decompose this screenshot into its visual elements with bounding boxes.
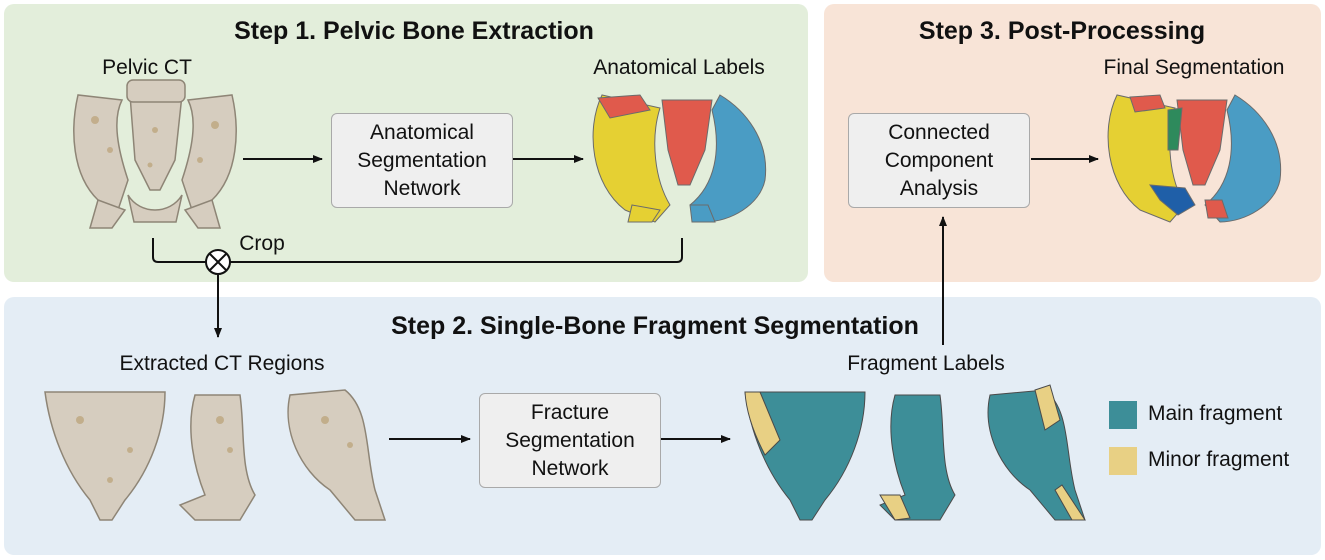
box-line: Analysis <box>899 176 979 200</box>
fragment-labels-image <box>744 384 1086 521</box>
anatomical-labels-image <box>592 94 767 223</box>
fragment-labels-label: Fragment Labels <box>847 352 1005 375</box>
box-line: Fracture <box>530 400 610 424</box>
box-line: Component <box>884 148 994 172</box>
main-fragment-label: Main fragment <box>1148 402 1283 425</box>
anatomical-segmentation-network-box: Anatomical Segmentation Network <box>331 113 513 208</box>
box-line: Segmentation <box>357 148 487 172</box>
final-segmentation-label: Final Segmentation <box>1103 56 1285 79</box>
step3-title: Step 3. Post-Processing <box>918 17 1206 45</box>
connected-component-analysis-box: Connected Component Analysis <box>848 113 1030 208</box>
box-line: Segmentation <box>505 428 635 452</box>
box-line: Network <box>383 176 461 200</box>
step1-title: Step 1. Pelvic Bone Extraction <box>234 17 594 45</box>
crop-multiply-icon <box>205 249 231 275</box>
extracted-ct-regions-label: Extracted CT Regions <box>119 352 325 375</box>
minor-fragment-swatch <box>1109 447 1137 475</box>
anatomical-labels-label: Anatomical Labels <box>593 56 765 79</box>
box-line: Network <box>531 456 609 480</box>
box-line: Anatomical <box>370 120 474 144</box>
box-line: Connected <box>888 120 990 144</box>
crop-bracket <box>152 238 683 263</box>
pelvic-ct-image <box>73 79 237 229</box>
fracture-segmentation-network-box: Fracture Segmentation Network <box>479 393 661 488</box>
minor-fragment-label: Minor fragment <box>1148 448 1290 471</box>
extracted-ct-regions-image <box>44 389 387 521</box>
main-fragment-swatch <box>1109 401 1137 429</box>
final-segmentation-image <box>1107 94 1282 223</box>
crop-label: Crop <box>239 232 285 255</box>
pelvic-ct-label: Pelvic CT <box>102 56 192 79</box>
step2-title: Step 2. Single-Bone Fragment Segmentatio… <box>391 312 919 340</box>
